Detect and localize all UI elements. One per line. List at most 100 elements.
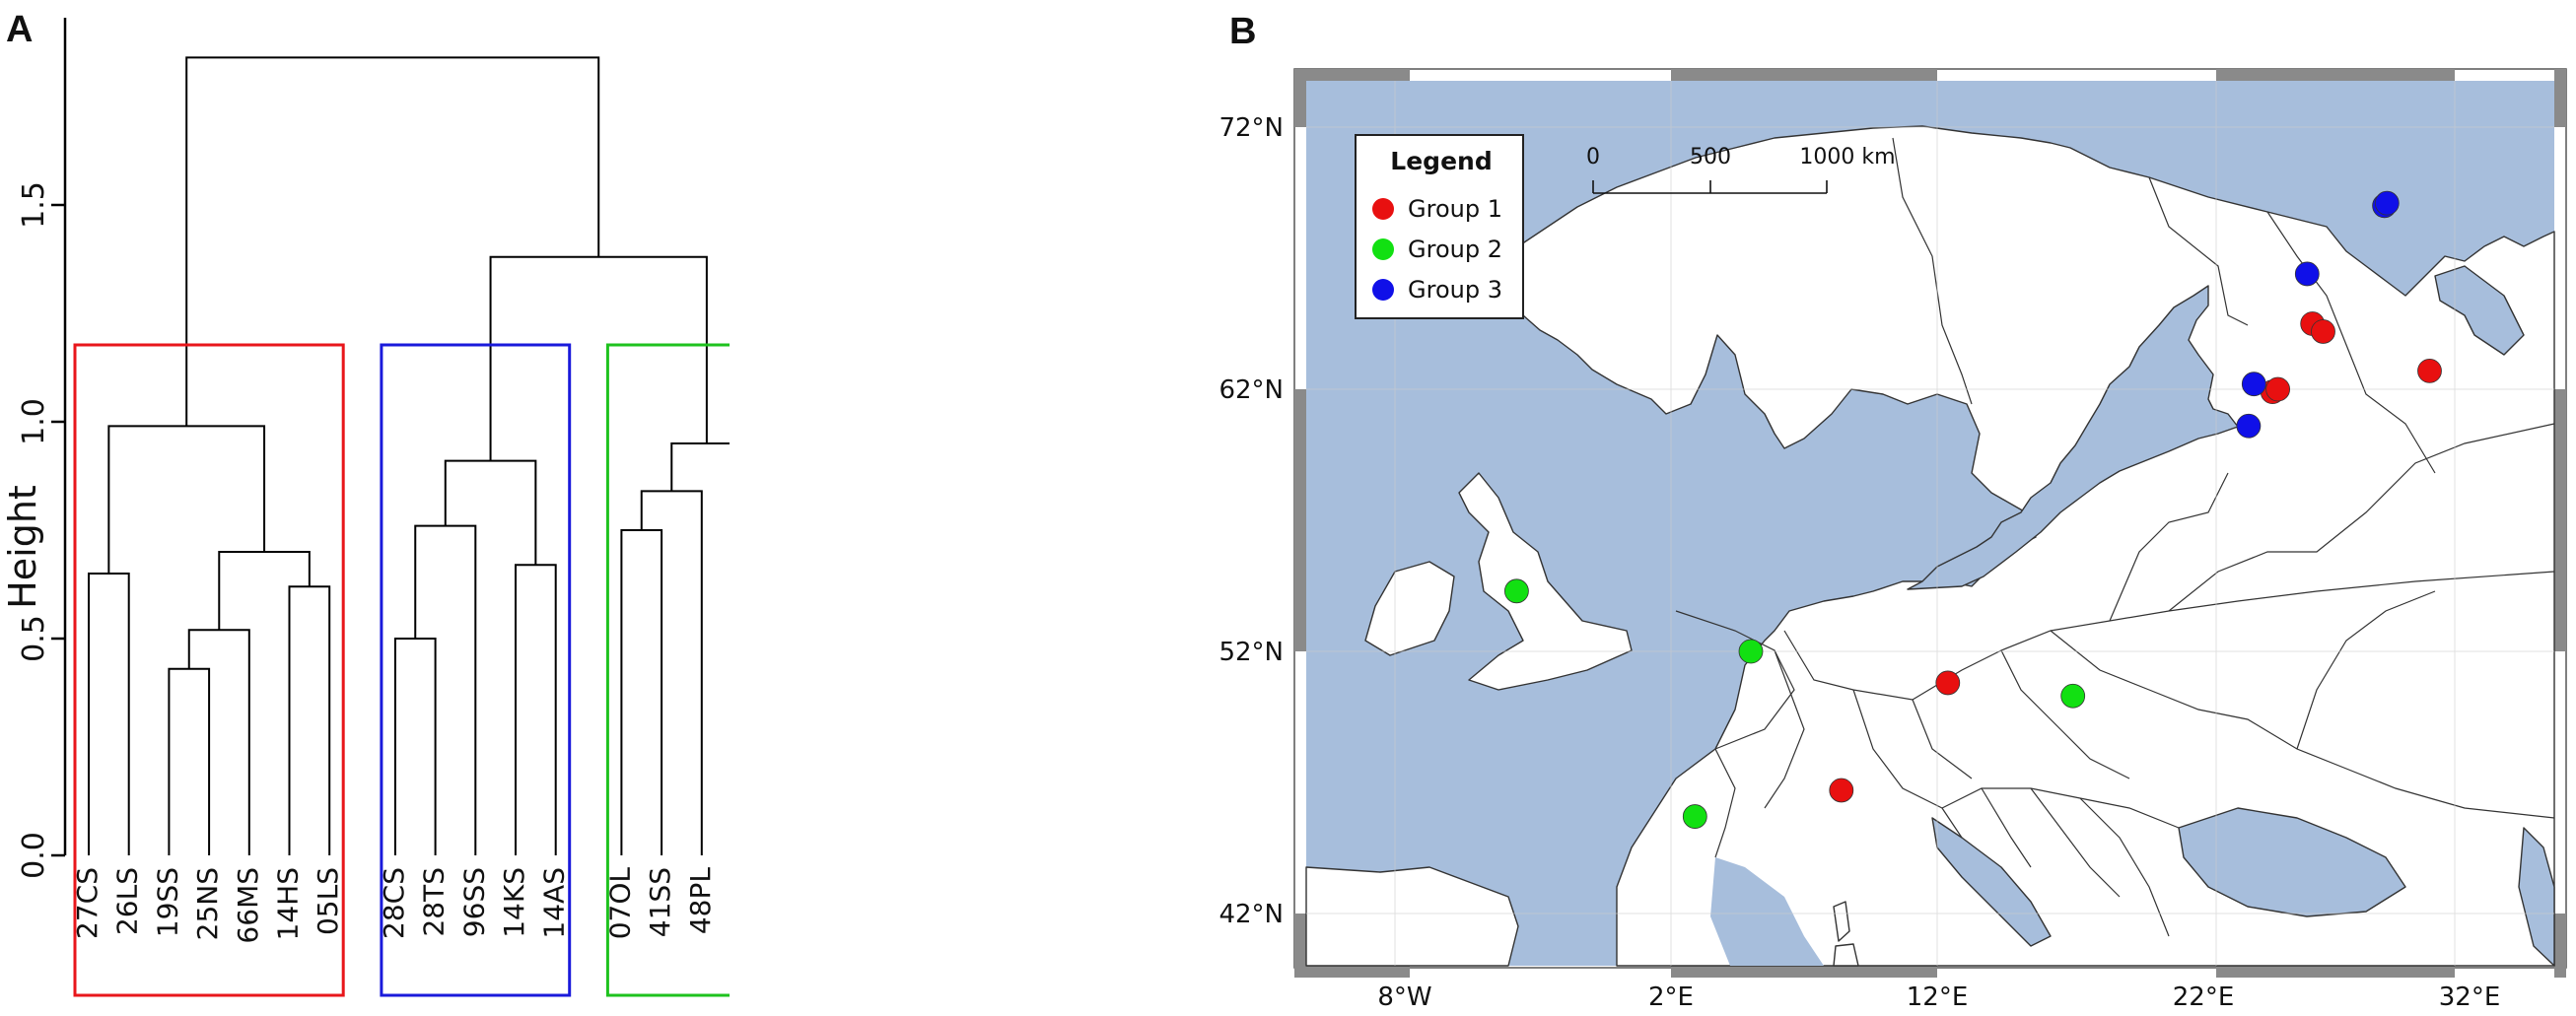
landmasses <box>1305 125 2555 967</box>
leaf-label: 14HS <box>272 867 305 940</box>
latitude-labels: 72°N62°N52°N42°N <box>1218 113 1284 929</box>
dendrogram-link <box>620 529 663 855</box>
dendrogram-link <box>414 524 477 855</box>
dendrogram-link <box>670 442 730 492</box>
map-frame-bars <box>1294 69 2566 978</box>
dendrogram-link <box>444 459 537 566</box>
dendrogram-link <box>187 629 250 855</box>
longitude-label: 22°E <box>2173 982 2235 1012</box>
scale-label-0: 0 <box>1586 145 1600 169</box>
map-point <box>1829 778 1854 803</box>
frame-bar-top <box>2216 69 2455 81</box>
frame-bar-right <box>2554 389 2566 651</box>
longitude-labels: 8°W 2°E 12°E 22°E 32°E <box>1377 982 2500 1012</box>
frame-bar-left <box>1294 914 1306 978</box>
frame-bar-left <box>1294 389 1306 651</box>
longitude-label: 2°E <box>1648 982 1694 1012</box>
frame-bar-bottom <box>1671 966 1937 978</box>
y-tick-label: 0.5 <box>17 615 51 662</box>
leaf-label: 07OL <box>603 867 636 940</box>
group-box <box>73 343 345 997</box>
panel-b-label: B <box>1229 11 1256 52</box>
dendrogram-link <box>168 667 211 855</box>
map-point <box>1738 639 1764 664</box>
scale-label-1000: 1000 km <box>1799 145 1895 169</box>
map-legend-label: Group 1 <box>1408 195 1502 223</box>
map-point <box>2060 683 2086 709</box>
leaf-label: 19SS <box>151 867 183 937</box>
group-box <box>605 343 730 997</box>
country-borders <box>1675 137 2555 937</box>
longitude-label: 8°W <box>1377 982 1431 1012</box>
caspian-sea <box>2518 827 2555 967</box>
leaf-label: 14KS <box>498 867 530 938</box>
frame-bar-bottom <box>2216 966 2455 978</box>
map-legend-label: Group 2 <box>1408 236 1502 263</box>
group-box <box>380 343 572 997</box>
map-legend-dot <box>1372 238 1394 260</box>
map-legend-dot <box>1372 279 1394 301</box>
dendrogram-link <box>218 551 311 631</box>
leaf-label: 34PL <box>725 867 731 935</box>
frame-bar-left <box>1294 69 1306 127</box>
frame-bar-right <box>2554 914 2566 978</box>
dendrogram-link <box>489 255 708 461</box>
dendrogram-link <box>288 585 331 855</box>
leaf-label: 25NS <box>191 867 224 940</box>
longitude-label: 32°E <box>2439 982 2501 1012</box>
map-frame <box>1293 68 2567 969</box>
map-point <box>2260 379 2285 405</box>
map-point <box>1682 804 1707 829</box>
dendrogram-link <box>88 573 130 855</box>
y-tick-label: 0.0 <box>17 832 51 879</box>
corsica <box>1833 901 1850 942</box>
baltic-sea <box>1907 285 2239 590</box>
map-area <box>1305 81 2555 967</box>
dendrogram-links <box>88 56 730 855</box>
italy <box>1710 857 1824 966</box>
leaf-label: 66MS <box>232 867 264 944</box>
y-axis-label: Height <box>1 485 44 609</box>
adriatic <box>1931 817 2052 947</box>
continent-land <box>1497 125 2555 967</box>
y-tick-label: 1.0 <box>17 398 51 445</box>
scale-bar <box>1592 180 1828 194</box>
map-point <box>2265 376 2291 402</box>
leaf-label: 05LS <box>312 867 344 935</box>
map-point <box>2311 319 2335 344</box>
frame-bar-bottom <box>1294 966 1410 978</box>
frame-bar-top <box>1294 69 1410 81</box>
latitude-label: 72°N <box>1218 113 1284 143</box>
map-point <box>2236 413 2262 439</box>
ireland <box>1364 561 1455 656</box>
map-point <box>2241 372 2266 397</box>
map-legend-title: Legend <box>1390 147 1492 175</box>
map-legend-dot <box>1372 198 1394 220</box>
dendrogram-link <box>640 490 703 855</box>
group-boxes <box>73 343 730 997</box>
longitude-label: 12°E <box>1907 982 1969 1012</box>
graticule <box>1306 81 2554 966</box>
frame-bar-top <box>1671 69 1937 81</box>
map-point <box>2300 311 2326 336</box>
black-sea <box>2178 807 2406 917</box>
great-britain <box>1458 472 1633 691</box>
map-point <box>2374 190 2400 216</box>
sardinia <box>1833 943 1859 967</box>
dendrogram-link <box>393 638 437 855</box>
y-tick-label: 1.5 <box>17 181 51 229</box>
latitude-label: 42°N <box>1218 900 1284 929</box>
map-point <box>2294 261 2320 287</box>
dendrogram-link <box>185 56 600 427</box>
scale-label-500: 500 <box>1690 145 1731 169</box>
white-sea <box>2434 265 2525 356</box>
map-point <box>2417 358 2442 383</box>
leaf-label: 28CS <box>378 867 410 939</box>
latitude-label: 52°N <box>1218 638 1284 667</box>
leaf-label: 48PL <box>684 867 717 935</box>
frame-bar-right <box>2554 69 2566 127</box>
